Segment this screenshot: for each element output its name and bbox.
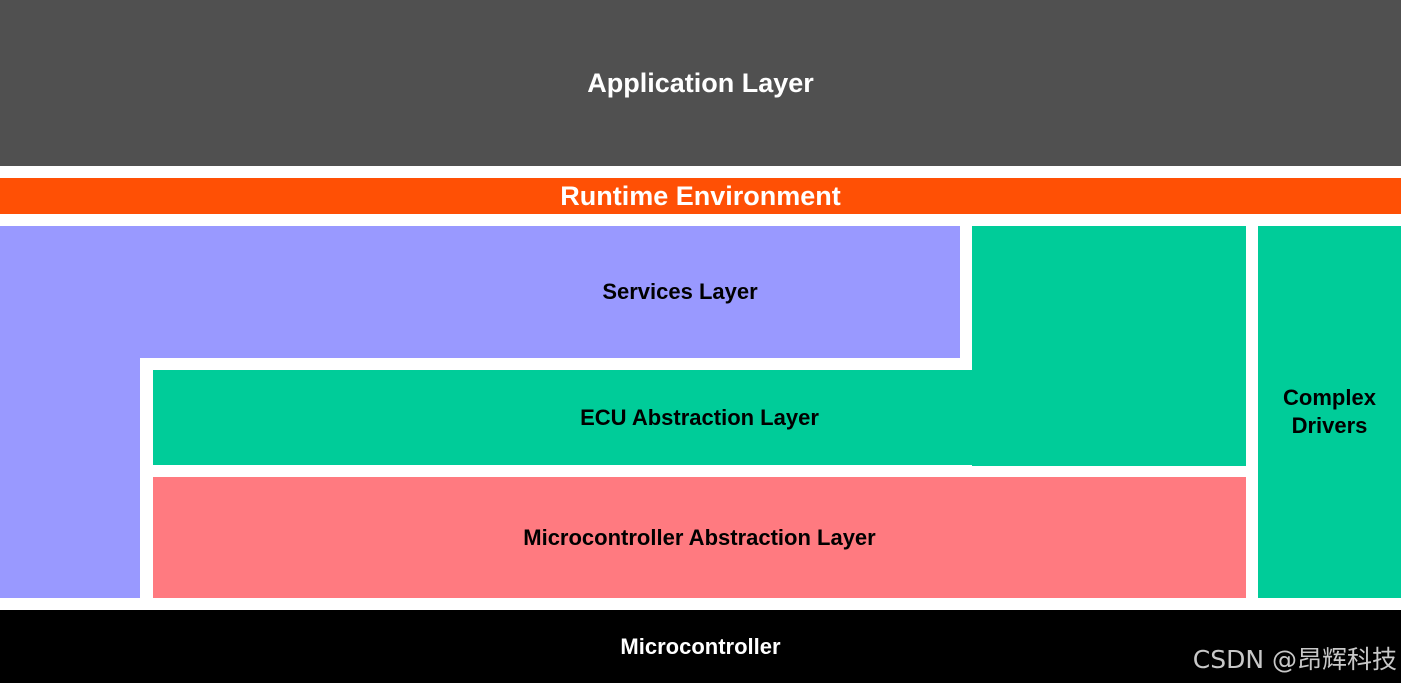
- application-layer-label: Application Layer: [587, 68, 814, 98]
- runtime-environment-block: [0, 178, 1401, 214]
- ecu-abstraction-layer-label: ECU Abstraction Layer: [580, 405, 819, 430]
- complex-drivers-label: Complex Drivers: [1283, 385, 1376, 438]
- microcontroller-abstraction-layer-block: [153, 477, 1246, 598]
- services-layer-block-left: [0, 226, 140, 598]
- microcontroller-block: [0, 610, 1401, 683]
- services-layer-label: Services Layer: [602, 279, 758, 304]
- microcontroller-abstraction-layer-label: Microcontroller Abstraction Layer: [523, 525, 876, 550]
- microcontroller-label: Microcontroller: [620, 634, 781, 659]
- application-layer-block: [0, 0, 1401, 166]
- runtime-environment-label: Runtime Environment: [560, 181, 841, 211]
- watermark-text: CSDN @昂辉科技: [1192, 645, 1397, 674]
- services-layer-block-top: [0, 226, 960, 358]
- complex-drivers-block: [1258, 226, 1401, 598]
- ecu-abstraction-layer-block: [153, 370, 1246, 465]
